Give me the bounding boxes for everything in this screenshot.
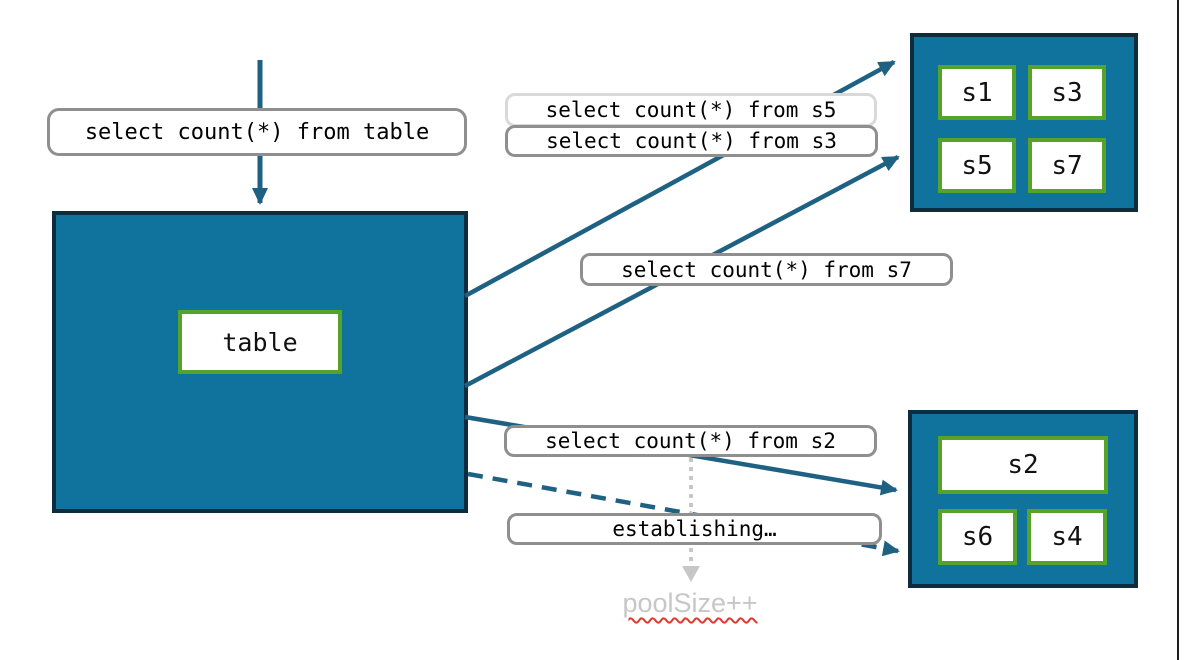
shard-s1-label: s1 (961, 77, 993, 108)
poolsize-caption-text: poolSize++ (622, 588, 758, 618)
shard-s1: s1 (938, 65, 1016, 120)
query-label-s7: select count(*) from s7 (580, 253, 953, 286)
shard-s7: s7 (1028, 138, 1106, 193)
shard-s7-label: s7 (1051, 150, 1083, 181)
query-label-s3-text: select count(*) from s3 (546, 129, 837, 153)
query-label-s3: select count(*) from s3 (505, 125, 878, 157)
slide-edge-line (1177, 0, 1179, 660)
shard-group-bottom: s2 s6 s4 (908, 410, 1138, 588)
establishing-label-text: establishing… (612, 517, 777, 541)
shard-s5-label: s5 (961, 150, 993, 181)
shard-s5: s5 (938, 138, 1016, 193)
table-node-label: table (222, 327, 298, 357)
query-label-s2-text: select count(*) from s2 (545, 429, 836, 453)
shard-s2: s2 (938, 436, 1108, 494)
shard-s4: s4 (1027, 509, 1107, 565)
query-label-table-text: select count(*) from table (84, 119, 430, 145)
query-label-s7-text: select count(*) from s7 (621, 257, 912, 282)
table-node: table (52, 211, 468, 513)
establishing-label: establishing… (507, 513, 882, 545)
query-label-table: select count(*) from table (47, 108, 467, 156)
shard-s4-label: s4 (1051, 522, 1083, 552)
shard-s3-label: s3 (1051, 77, 1083, 108)
table-node-label-box: table (178, 310, 342, 374)
query-label-s5: select count(*) from s5 (505, 93, 877, 127)
shard-s2-label: s2 (1007, 450, 1039, 480)
shard-s6-label: s6 (961, 522, 994, 552)
shard-group-top: s1 s3 s5 s7 (910, 33, 1138, 212)
query-label-s5-text: select count(*) from s5 (545, 98, 837, 122)
poolsize-caption: poolSize++ (595, 588, 785, 619)
shard-s6: s6 (938, 509, 1017, 565)
shard-s3: s3 (1028, 65, 1106, 120)
query-label-s2: select count(*) from s2 (504, 425, 877, 457)
